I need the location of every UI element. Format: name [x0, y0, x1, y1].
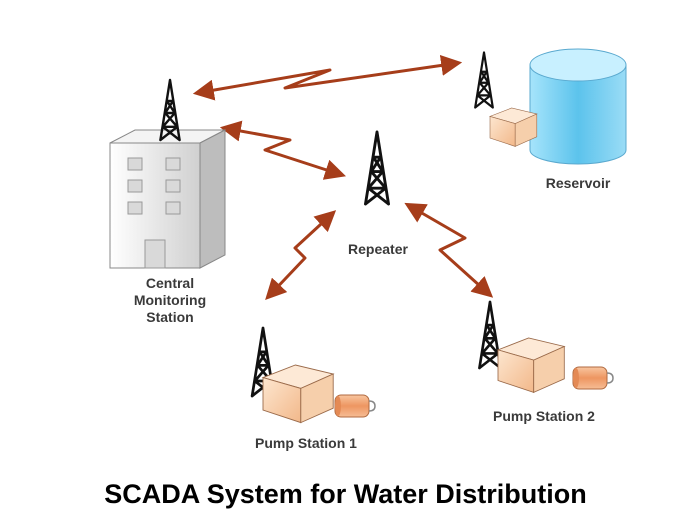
pump2-box-icon	[497, 337, 565, 393]
link-central-reservoir	[192, 55, 463, 101]
pump-station-1-label: Pump Station 1	[255, 435, 357, 451]
central-label-line-1: Central	[145, 275, 195, 291]
pump2-motor-icon	[572, 366, 614, 390]
radio-links	[192, 55, 494, 301]
central-label-line-3: Station	[146, 309, 194, 325]
link-repeater-pump1	[265, 210, 337, 301]
link-repeater-pump2	[404, 202, 494, 298]
link-central-repeater	[219, 120, 346, 180]
pump1-box-icon	[262, 364, 334, 424]
central-station-label: Central Monitoring Station	[115, 275, 225, 326]
pump-station-2	[478, 300, 614, 393]
central-label-line-2: Monitoring	[133, 292, 207, 308]
reservoir	[474, 48, 627, 165]
pump-station-1	[250, 326, 376, 424]
repeater-tower-icon	[364, 130, 390, 206]
repeater-label: Repeater	[348, 241, 408, 257]
reservoir-label: Reservoir	[545, 175, 611, 191]
diagram-caption: SCADA System for Water Distribution	[104, 479, 587, 509]
pump1-motor-icon	[334, 394, 376, 418]
pump2-tower-icon	[478, 300, 502, 370]
pump-station-2-label: Pump Station 2	[493, 408, 595, 424]
central-monitoring-station	[109, 78, 226, 269]
reservoir-tower-icon	[474, 51, 494, 109]
